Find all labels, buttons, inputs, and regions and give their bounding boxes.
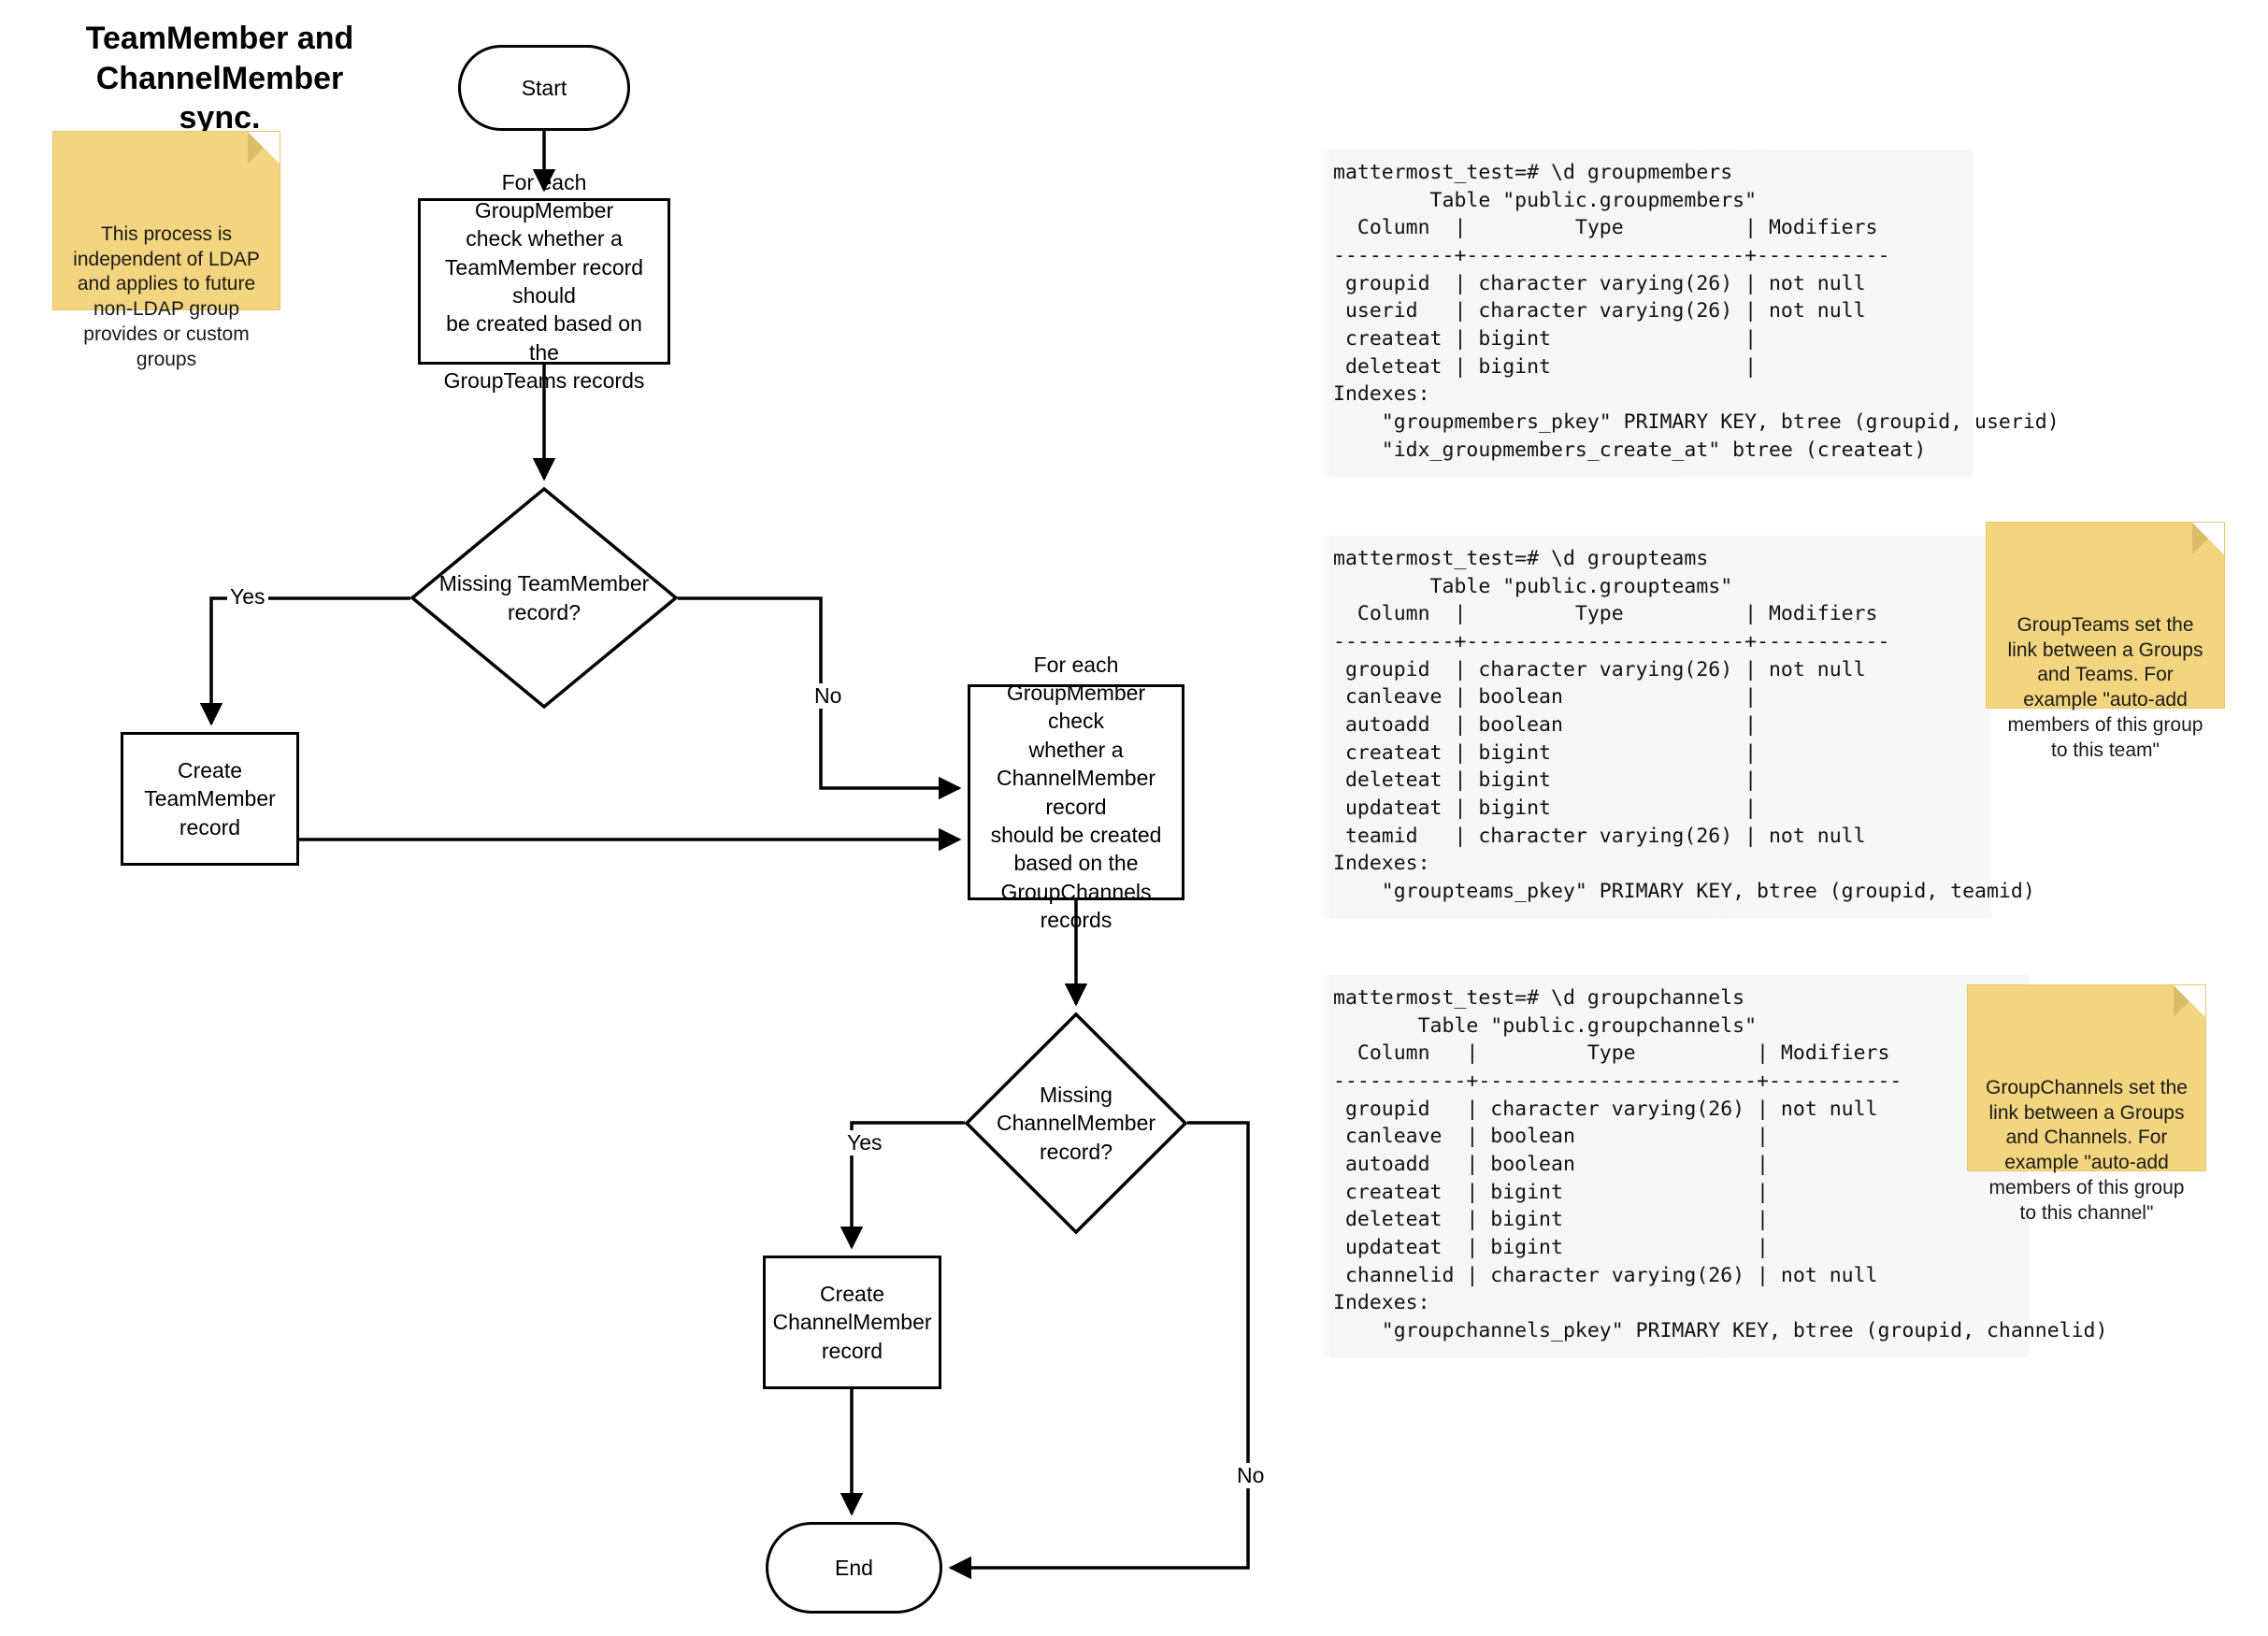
sticky-note-groupchannels-text: GroupChannels set the link between a Gro… [1986, 1076, 2188, 1224]
node-create-teammember-label: Create TeamMember record [144, 757, 276, 840]
node-create-channelmember[interactable]: Create ChannelMember record [763, 1256, 941, 1389]
node-end[interactable]: End [766, 1522, 942, 1614]
node-create-teammember[interactable]: Create TeamMember record [121, 732, 299, 866]
note-fold-icon [248, 132, 280, 164]
sticky-note-ldap: This process is independent of LDAP and … [52, 131, 280, 370]
note-fold-icon [2192, 523, 2224, 554]
node-end-label: End [835, 1555, 873, 1580]
node-decision-teammember[interactable]: Missing TeamMember record? [409, 486, 679, 710]
node-start-label: Start [521, 75, 567, 100]
node-start[interactable]: Start [458, 45, 630, 131]
sticky-note-groupteams: GroupTeams set the link between a Groups… [1986, 522, 2225, 761]
decision-channelmember-shape [964, 1012, 1188, 1235]
decision-teammember-shape [409, 486, 679, 710]
edge-label-channelmember-no: No [1234, 1463, 1268, 1488]
console-groupchannels: mattermost_test=# \d groupchannels Table… [1318, 975, 2107, 1358]
edge-label-teammember-yes: Yes [227, 584, 268, 610]
node-process-channelmember[interactable]: For each GroupMember check whether a Cha… [968, 653, 1184, 932]
node-create-channelmember-label: Create ChannelMember record [772, 1281, 932, 1363]
edge-label-channelmember-yes: Yes [844, 1130, 885, 1155]
node-process-channelmember-label: For each GroupMember check whether a Cha… [990, 652, 1162, 932]
sticky-note-ldap-text: This process is independent of LDAP and … [73, 222, 260, 370]
sticky-note-groupteams-text: GroupTeams set the link between a Groups… [2007, 613, 2203, 761]
note-fold-icon [2174, 985, 2205, 1017]
console-groupmembers: mattermost_test=# \d groupmembers Table … [1318, 150, 2060, 478]
node-process-teammember[interactable]: For each GroupMember check whether a Tea… [418, 170, 670, 393]
edge-label-teammember-no: No [811, 683, 845, 709]
page-title: TeamMember and ChannelMember sync. [85, 21, 354, 136]
console-groupteams: mattermost_test=# \d groupteams Table "p… [1318, 536, 2035, 919]
sticky-note-groupchannels: GroupChannels set the link between a Gro… [1967, 984, 2206, 1224]
node-process-teammember-label: For each GroupMember check whether a Tea… [443, 169, 645, 394]
node-decision-channelmember[interactable]: Missing ChannelMember record? [964, 1012, 1188, 1235]
